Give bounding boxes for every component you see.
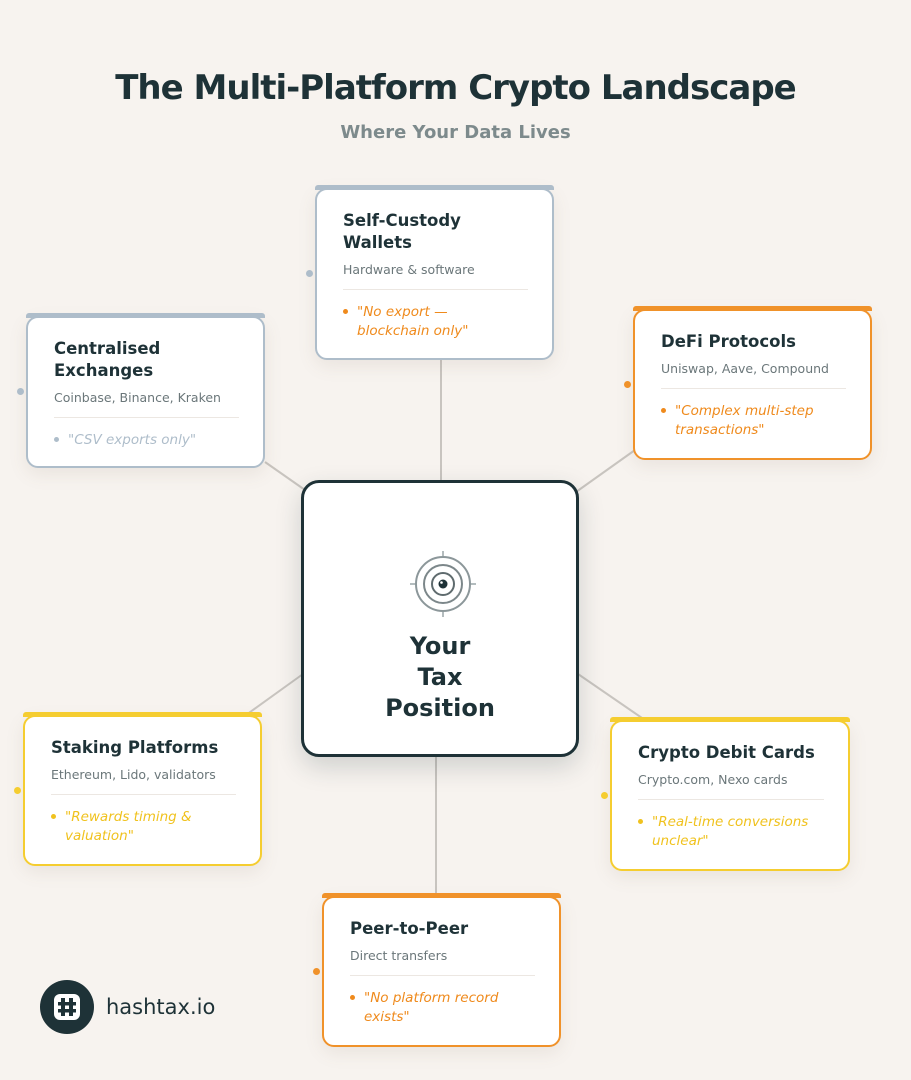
platform-subtitle: Crypto.com, Nexo cards: [638, 772, 824, 800]
bullet-icon: [51, 814, 56, 819]
platform-subtitle: Uniswap, Aave, Compound: [661, 361, 846, 389]
page-title: The Multi-Platform Crypto Landscape: [115, 68, 797, 108]
accent-bar: [23, 712, 262, 717]
target-icon: [410, 551, 476, 617]
platform-subtitle: Direct transfers: [350, 948, 535, 976]
platform-subtitle: Coinbase, Binance, Kraken: [54, 390, 239, 418]
platform-title: DeFi Protocols: [661, 332, 796, 351]
platform-quote: "No export —blockchain only": [343, 303, 528, 341]
marker-dot: [17, 388, 24, 395]
marker-dot: [306, 270, 313, 277]
platform-subtitle: Ethereum, Lido, validators: [51, 767, 236, 795]
marker-dot: [14, 787, 21, 794]
hash-logo-icon: [40, 980, 94, 1034]
bullet-icon: [350, 995, 355, 1000]
connector-defi: [575, 449, 636, 493]
bullet-icon: [343, 309, 348, 314]
connector-debit-cards: [577, 673, 643, 719]
brand-name: hashtax.io: [106, 995, 216, 1019]
connector-exchanges: [264, 461, 306, 491]
accent-bar: [610, 717, 850, 722]
platform-title: Staking Platforms: [51, 738, 219, 757]
platform-card-p2p: Peer-to-Peer Direct transfers "No platfo…: [313, 893, 561, 1047]
platform-title: Peer-to-Peer: [350, 919, 469, 938]
page-subtitle: Where Your Data Lives: [340, 122, 571, 143]
bullet-icon: [54, 437, 59, 442]
connector-staking: [245, 673, 304, 716]
marker-dot: [313, 968, 320, 975]
accent-bar: [633, 306, 872, 311]
platform-quote: "Rewards timing &valuation": [51, 808, 236, 846]
bullet-icon: [661, 408, 666, 413]
bullet-icon: [638, 819, 643, 824]
platform-quote: "CSV exports only": [54, 431, 239, 450]
platform-card-staking: Staking Platforms Ethereum, Lido, valida…: [14, 712, 262, 866]
accent-bar: [322, 893, 561, 898]
brand-logo: hashtax.io: [40, 980, 215, 1034]
platform-title: Crypto Debit Cards: [638, 743, 815, 762]
marker-dot: [601, 792, 608, 799]
platform-subtitle: Hardware & software: [343, 262, 528, 290]
accent-bar: [26, 313, 265, 318]
accent-bar: [315, 185, 554, 190]
platform-card-debit-cards: Crypto Debit Cards Crypto.com, Nexo card…: [601, 717, 850, 871]
platform-card-defi: DeFi Protocols Uniswap, Aave, Compound "…: [624, 306, 872, 460]
marker-dot: [624, 381, 631, 388]
